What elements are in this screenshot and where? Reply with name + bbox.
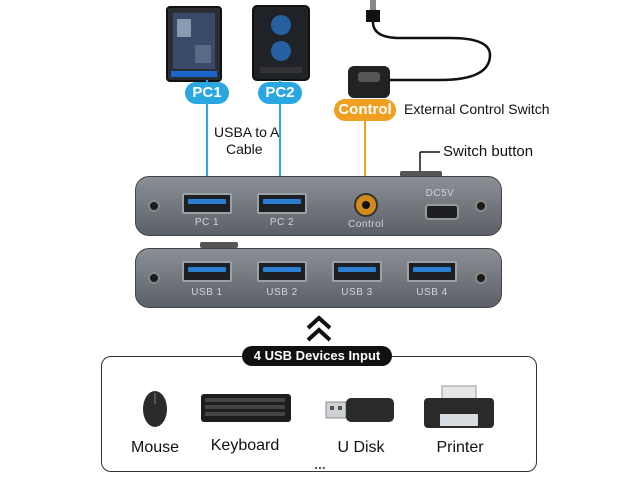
- device-label-printer: Printer: [436, 439, 484, 456]
- port-label-pc2: PC 2: [269, 217, 295, 228]
- switch-button-label: Switch button: [443, 143, 534, 160]
- switch-button-rear: [200, 242, 238, 248]
- dc-port-icon: [425, 204, 459, 220]
- device-label-keyboard: Keyboard: [210, 437, 280, 454]
- usb-port-2: [257, 261, 307, 282]
- pc2-label: PC2: [258, 82, 302, 104]
- mouse-icon: [143, 391, 167, 427]
- port-label-pc1: PC 1: [194, 217, 220, 228]
- cable-label-line2: Cable: [226, 141, 263, 157]
- port-label-dc: DC5V: [425, 188, 455, 199]
- screw-icon: [148, 272, 160, 284]
- double-chevron-up-icon: [306, 315, 332, 342]
- port-label-usb2: USB 2: [266, 287, 298, 298]
- usb-disk-icon: [325, 398, 394, 422]
- devices-box-title: 4 USB Devices Input: [242, 346, 392, 366]
- screw-icon: [475, 200, 487, 212]
- usb-port-pc2: [257, 193, 307, 214]
- port-label-control: Control: [348, 219, 384, 230]
- device-label-udisk: U Disk: [337, 439, 385, 456]
- device-label-mouse: Mouse: [130, 439, 180, 456]
- audio-jack-icon: [354, 193, 378, 217]
- kvm-switch-top-panel: PC 1 PC 2 Control DC5V: [135, 176, 502, 236]
- external-control-cable-icon: [348, 0, 492, 98]
- port-label-usb3: USB 3: [341, 287, 373, 298]
- control-label: Control: [334, 99, 396, 121]
- pc1-label: PC1: [185, 82, 229, 104]
- usb-port-3: [332, 261, 382, 282]
- port-label-usb1: USB 1: [191, 287, 223, 298]
- usb-port-1: [182, 261, 232, 282]
- more-devices-ellipsis: ...: [314, 456, 326, 472]
- keyboard-icon: [201, 394, 291, 422]
- external-control-switch-label: External Control Switch: [404, 101, 550, 117]
- port-label-usb4: USB 4: [416, 287, 448, 298]
- usb-port-pc1: [182, 193, 232, 214]
- screw-icon: [475, 272, 487, 284]
- cable-label-line1: USBA to A: [214, 124, 280, 140]
- printer-icon: [424, 385, 494, 428]
- usb-port-4: [407, 261, 457, 282]
- pc1-tower-icon: [166, 6, 222, 82]
- switch-button[interactable]: [400, 171, 442, 177]
- kvm-switch-bottom-panel: USB 1 USB 2 USB 3 USB 4: [135, 248, 502, 308]
- screw-icon: [148, 200, 160, 212]
